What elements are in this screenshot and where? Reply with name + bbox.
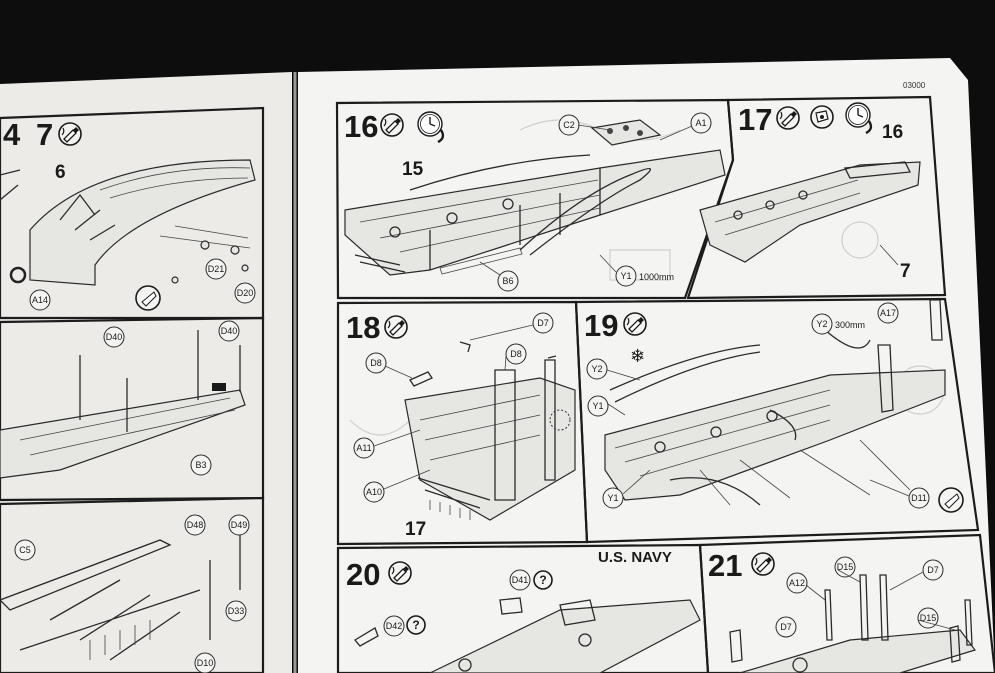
part-label: 15 (402, 159, 424, 180)
paint-brush-icon (810, 105, 834, 129)
step-19: 19 ❄ (584, 299, 946, 506)
svg-text:D8: D8 (370, 358, 382, 368)
svg-text:A14: A14 (32, 295, 48, 305)
step-21: 21 D15 D7 A12 D15 D7 (708, 548, 976, 673)
step-19-callouts: Y2 300mm A17 Y2 Y1 Y1 D11 (586, 302, 964, 513)
svg-text:D8: D8 (510, 349, 522, 359)
glue-tube-icon (384, 315, 408, 339)
question-mark-icon: ? (533, 570, 553, 590)
svg-text:B6: B6 (502, 276, 513, 286)
svg-text:D33: D33 (228, 606, 245, 616)
svg-text:D48: D48 (187, 520, 204, 530)
svg-text:Y1: Y1 (607, 493, 618, 503)
hull-bow-part (29, 159, 256, 286)
step-20: 20 U.S. NAVY D41 ? D42 ? (346, 549, 701, 673)
step-18: 18 17 (346, 310, 576, 540)
step-4: 4 (0, 117, 21, 201)
hull-stern (404, 377, 576, 521)
svg-text:A10: A10 (366, 487, 382, 497)
svg-text:D15: D15 (920, 613, 937, 623)
wire-length-note: 300mm (835, 320, 865, 330)
part-label: 7 (900, 261, 911, 282)
svg-text:B3: B3 (195, 460, 206, 470)
step-17: 17 16 7 (699, 101, 921, 282)
svg-text:C2: C2 (563, 120, 575, 130)
part-label: 6 (55, 162, 66, 183)
panel-step-17 (686, 95, 947, 300)
svg-text:A12: A12 (789, 578, 805, 588)
svg-text:A17: A17 (880, 308, 896, 318)
part-label: 17 (405, 519, 426, 540)
step-18-callouts: D7 D8 D8 A11 A10 (353, 312, 554, 503)
panel-step-21 (698, 533, 995, 673)
step-16: 16 15 (344, 109, 726, 276)
glue-tube-icon (58, 122, 82, 146)
svg-text:D7: D7 (927, 565, 939, 575)
svg-text:D49: D49 (231, 520, 248, 530)
question-mark-icon: ? (406, 615, 426, 635)
svg-text:D7: D7 (537, 318, 549, 328)
glue-tube-icon (388, 561, 412, 585)
svg-text:D20: D20 (237, 288, 254, 298)
glue-tube-icon (380, 113, 404, 137)
deck-plate-c2 (590, 119, 662, 146)
part-label: 16 (882, 122, 903, 143)
paint-icon (938, 487, 964, 513)
hull-marking-heading: U.S. NAVY (598, 549, 672, 566)
svg-text:D40: D40 (221, 326, 238, 336)
svg-text:Y1: Y1 (620, 271, 631, 281)
left-page-panels (0, 106, 265, 673)
glue-tube-icon (623, 312, 647, 336)
panel-step-20 (336, 543, 710, 673)
glue-tube-icon (776, 106, 800, 130)
frame-part-drawing (0, 535, 241, 661)
step-number: 18 (346, 310, 380, 345)
step-number: 19 (584, 308, 618, 343)
svg-text:A1: A1 (695, 118, 706, 128)
svg-text:D21: D21 (208, 264, 225, 274)
document-code: 03000 (903, 81, 926, 90)
ring-part (9, 266, 27, 284)
step-number: 20 (346, 557, 380, 592)
svg-text:Y2: Y2 (816, 319, 827, 329)
svg-text:Y2: Y2 (591, 364, 602, 374)
step-number: 4 (3, 117, 21, 152)
snowflake-icon: ❄ (630, 346, 645, 367)
deck-assembly (429, 599, 701, 673)
hull-assembly (699, 161, 921, 263)
deck-part-drawing (0, 330, 246, 479)
glue-tube-icon (751, 552, 775, 576)
svg-text:Y1: Y1 (592, 401, 603, 411)
panel-left-bottom (0, 496, 265, 673)
svg-text:D7: D7 (780, 622, 792, 632)
step-number: 16 (344, 109, 378, 144)
svg-text:D10: D10 (197, 658, 214, 668)
step-7: 7 6 (9, 117, 256, 311)
wire-length-note: 1000mm (639, 272, 674, 282)
step-number: 7 (36, 117, 53, 152)
svg-text:D41: D41 (512, 575, 529, 585)
left-callouts: A14 D21 D20 D40 D40 B3 C5 D48 D49 D33 D1… (14, 258, 256, 673)
svg-text:D15: D15 (837, 562, 854, 572)
step-16-callouts: C2 A1 B6 Y1 1000mm (479, 112, 712, 292)
svg-text:A11: A11 (356, 443, 371, 453)
hull-assembly (604, 369, 946, 501)
panel-step-19 (574, 297, 980, 544)
svg-text:D40: D40 (106, 332, 123, 342)
deck-assembly (739, 629, 976, 673)
svg-text:?: ? (412, 618, 419, 632)
svg-text:D42: D42 (386, 621, 403, 631)
svg-text:C5: C5 (19, 545, 31, 555)
svg-text:D11: D11 (911, 493, 927, 503)
paint-icon (135, 285, 161, 311)
svg-text:?: ? (539, 573, 546, 587)
step-number: 17 (738, 102, 772, 137)
step-number: 21 (708, 548, 742, 583)
